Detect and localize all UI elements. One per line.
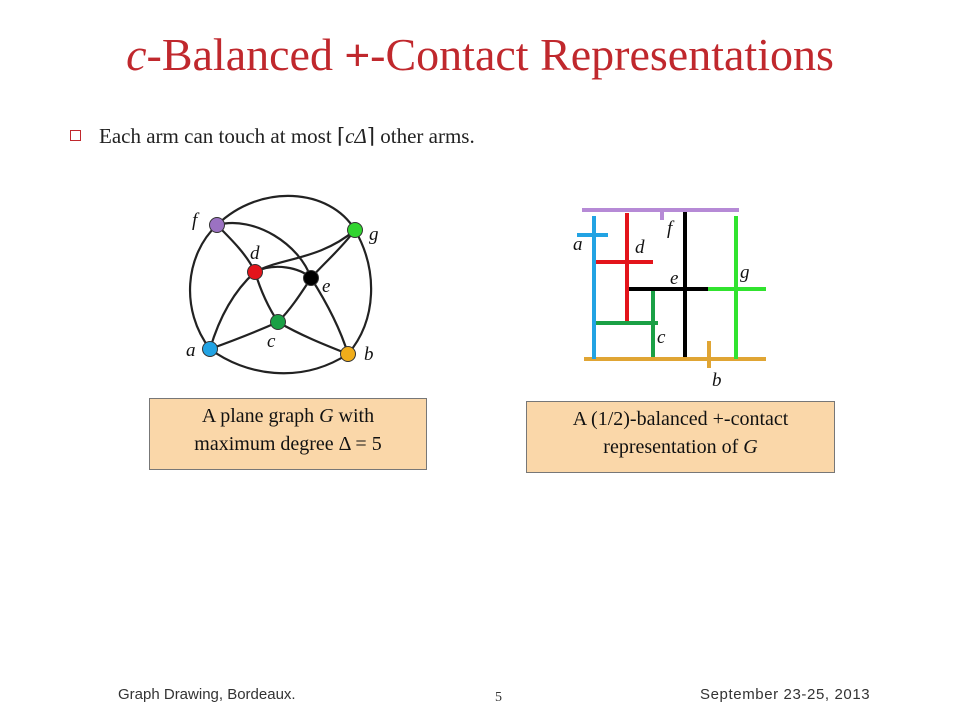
vertex-a <box>202 341 218 357</box>
caption-right-line1: A (1/2)-balanced +-contact <box>572 408 789 430</box>
title-plus: + <box>344 31 371 80</box>
vertex-label-b: b <box>364 344 374 365</box>
caption-left-var: G <box>319 405 334 427</box>
vertex-b <box>340 346 356 362</box>
title-c: c <box>126 29 147 80</box>
ceil-close: ⌉ <box>366 124 375 148</box>
edge-a-f <box>188 224 218 350</box>
vertex-g <box>347 222 363 238</box>
caption-right-var: G <box>743 436 758 458</box>
vertex-c <box>270 314 286 330</box>
arm-label-d: d <box>635 237 645 258</box>
footer-venue: Graph Drawing, Bordeaux. <box>118 686 296 703</box>
vertex-label-d: d <box>250 243 260 264</box>
arm-label-g: g <box>740 262 750 283</box>
caption-right-line2-pre: representation of <box>603 436 744 458</box>
edge-a-d <box>208 271 256 350</box>
vertex-f <box>209 217 225 233</box>
vertex-label-c: c <box>267 331 276 352</box>
vertex-e <box>303 270 319 286</box>
arm-label-a: a <box>573 234 583 255</box>
caption-left-line1-post: with <box>333 405 375 427</box>
edge-g-e <box>310 229 356 279</box>
vertex-label-a: a <box>186 340 196 361</box>
arm-label-e: e <box>670 268 678 289</box>
bullet-item: Each arm can touch at most ⌈cΔ⌉ other ar… <box>70 124 475 149</box>
ceil-open: ⌈ <box>336 124 346 148</box>
arm-label-b: b <box>712 370 722 391</box>
bullet-text-after: other arms. <box>374 124 475 148</box>
vertex-label-g: g <box>369 224 379 245</box>
edge-f-e <box>216 222 313 279</box>
arm-label-f: f <box>667 218 675 239</box>
contact-representation <box>577 208 766 368</box>
edge-d-c <box>253 271 279 323</box>
arm-label-c: c <box>657 327 666 348</box>
caption-left-line1-pre: A plane graph <box>201 405 320 427</box>
footer-date: September 23-25, 2013 <box>700 686 871 703</box>
vertex-d <box>247 264 263 280</box>
vertex-label-f: f <box>192 210 200 231</box>
caption-plane-graph: A plane graph G with maximum degree Δ = … <box>149 398 427 470</box>
footer-page-number: 5 <box>495 690 502 705</box>
bullet-text-before: Each arm can touch at most <box>99 124 337 148</box>
edge-f-g <box>216 194 356 231</box>
edge-d-e <box>254 265 312 279</box>
slide-title: c-Balanced +-Contact Representations <box>0 29 960 81</box>
caption-left-line2: maximum degree Δ = 5 <box>194 433 382 455</box>
edge-g-b <box>347 229 373 355</box>
title-contact: -Contact Representations <box>370 29 834 80</box>
caption-left-line1: A plane graph G with <box>150 402 426 430</box>
edge-e-c <box>277 277 312 323</box>
square-bullet-icon <box>70 130 81 141</box>
title-balanced: -Balanced <box>146 29 345 80</box>
edge-b-a <box>209 348 349 375</box>
caption-representation: A (1/2)-balanced +-contact representatio… <box>526 401 835 473</box>
caption-right-line2: representation of G <box>527 433 834 461</box>
vertex-label-e: e <box>322 276 330 297</box>
bullet-var: cΔ <box>345 124 367 148</box>
